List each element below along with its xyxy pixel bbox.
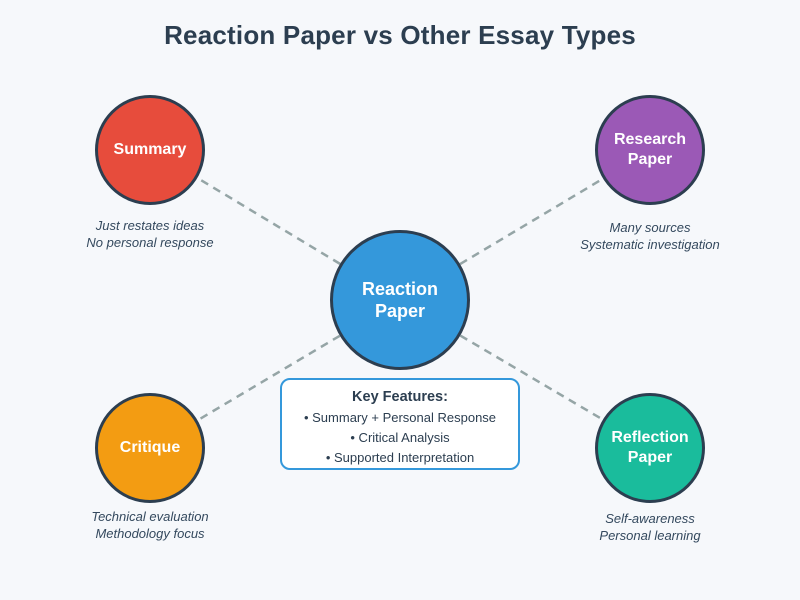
node-reflection-paper: Reflection Paper	[595, 393, 705, 503]
page-title: Reaction Paper vs Other Essay Types	[164, 20, 636, 50]
key-features-item: • Summary + Personal Response	[303, 410, 497, 425]
caption-line: Technical evaluation	[91, 509, 209, 524]
node-summary-label: Summary	[113, 141, 187, 158]
node-research-paper-label: Research Paper	[613, 131, 687, 168]
caption-critique: Technical evaluation Methodology focus	[40, 508, 260, 542]
caption-line: Many sources	[609, 220, 691, 235]
caption-line: Just restates ideas	[95, 218, 205, 233]
key-features-heading: Key Features:	[352, 389, 448, 405]
node-reflection-paper-label: Reflection Paper	[611, 429, 689, 466]
node-summary: Summary	[95, 95, 205, 205]
caption-reflection-paper: Self-awareness Personal learning	[540, 510, 760, 544]
key-features-item: • Critical Analysis	[350, 430, 450, 445]
key-features-box: Key Features: • Summary + Personal Respo…	[280, 378, 520, 470]
caption-line: Systematic investigation	[580, 237, 720, 252]
node-critique-label: Critique	[119, 439, 181, 456]
node-research-paper: Research Paper	[595, 95, 705, 205]
caption-summary: Just restates ideas No personal response	[40, 217, 260, 251]
key-features-item: • Supported Interpretation	[325, 450, 475, 465]
node-critique: Critique	[95, 393, 205, 503]
caption-research-paper: Many sources Systematic investigation	[540, 219, 760, 253]
caption-line: No personal response	[86, 235, 214, 250]
node-reaction-paper: Reaction Paper	[330, 230, 470, 370]
caption-line: Self-awareness	[605, 511, 695, 526]
node-reaction-paper-label: Reaction Paper	[361, 278, 439, 322]
caption-line: Methodology focus	[95, 526, 205, 541]
caption-line: Personal learning	[599, 528, 701, 543]
